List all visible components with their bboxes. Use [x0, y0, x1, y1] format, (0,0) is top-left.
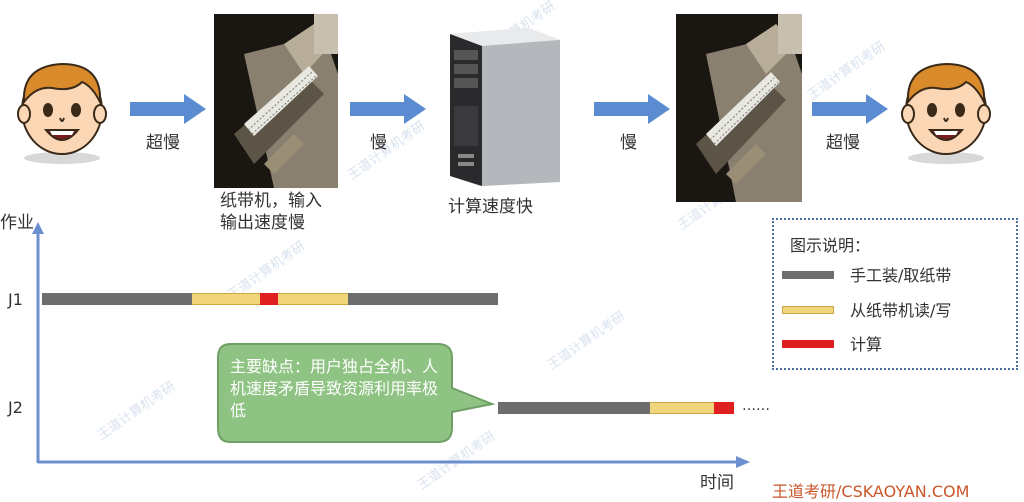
timeline-axes: [32, 222, 750, 468]
legend-swatch-tape-rw: [782, 306, 834, 314]
computer-tower-image: [450, 28, 560, 186]
tape-label-line2: 输出速度慢: [220, 213, 305, 233]
arrow4-label: 超慢: [826, 133, 860, 153]
j1-segment-compute: [260, 293, 278, 305]
row-label-j2: J2: [8, 398, 23, 417]
footer-site-text: 王道考研/CSKAOYAN.COM: [772, 482, 970, 501]
x-axis-label: 时间: [700, 473, 734, 493]
callout-text: 主要缺点：用户独占全机、人机速度矛盾导致资源利用率极低: [230, 357, 439, 420]
y-axis-label: 作业: [0, 213, 34, 233]
flow-arrow-3-icon: [594, 94, 670, 124]
j1-segment-read: [192, 293, 260, 305]
computer-label: 计算速度快: [448, 197, 533, 217]
legend-swatch-manual: [782, 271, 834, 279]
legend-label-tape-rw: 从纸带机读/写: [850, 301, 952, 320]
callout-bubble: [217, 343, 496, 443]
tape-machine-label: 纸带机，输入 输出速度慢: [220, 190, 360, 234]
j2-ellipsis: ……: [742, 398, 770, 414]
j1-segment-write: [278, 293, 348, 305]
row-label-j1: J1: [8, 290, 23, 309]
flow-arrow-4-icon: [812, 94, 888, 124]
j2-segment-read: [650, 402, 714, 414]
arrow2-label: 慢: [370, 133, 387, 153]
arrow1-label: 超慢: [146, 133, 180, 153]
flow-arrow-1-icon: [130, 94, 206, 124]
user-face-left-icon: [17, 62, 107, 164]
paper-tape-machine-right-image: [676, 14, 802, 202]
legend-label-manual: 手工装/取纸带: [850, 266, 952, 285]
legend-label-compute: 计算: [850, 335, 883, 354]
legend-swatch-compute: [782, 340, 834, 348]
j2-bar: [498, 402, 734, 414]
j2-segment-compute: [714, 402, 734, 414]
arrow3-label: 慢: [620, 133, 637, 153]
flow-arrow-2-icon: [350, 94, 426, 124]
paper-tape-machine-left-image: [214, 14, 338, 188]
legend-title: 图示说明：: [790, 236, 871, 255]
user-face-right-icon: [901, 62, 991, 164]
tape-label-line1: 纸带机，输入: [220, 191, 322, 211]
j1-bar: [42, 293, 498, 305]
